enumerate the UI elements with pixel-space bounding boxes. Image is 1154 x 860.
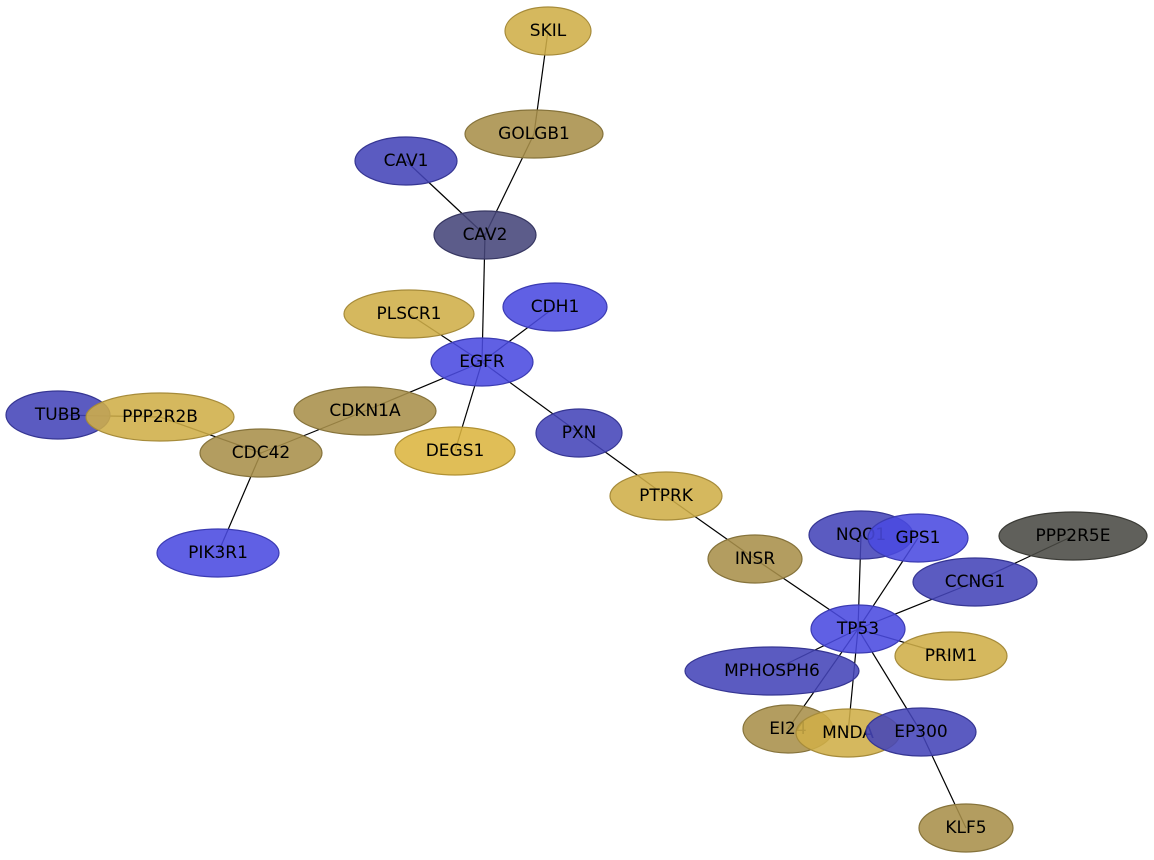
node-egfr[interactable]: EGFR — [430, 337, 534, 387]
node-label: PLSCR1 — [376, 304, 441, 324]
node-label: TUBB — [34, 405, 81, 425]
node-label: KLF5 — [945, 818, 986, 838]
node-ppp2r2b[interactable]: PPP2R2B — [85, 392, 235, 442]
node-tp53[interactable]: TP53 — [810, 604, 906, 654]
node-ellipse — [707, 534, 803, 584]
node-label: INSR — [735, 549, 776, 569]
node-cdc42[interactable]: CDC42 — [199, 428, 323, 478]
node-label: SKIL — [530, 21, 567, 41]
node-insr[interactable]: INSR — [707, 534, 803, 584]
node-label: PPP2R2B — [122, 407, 198, 427]
node-ellipse — [199, 428, 323, 478]
node-ellipse — [998, 511, 1148, 561]
node-prim1[interactable]: PRIM1 — [894, 631, 1008, 681]
node-cdkn1a[interactable]: CDKN1A — [293, 386, 437, 436]
node-ellipse — [504, 6, 592, 56]
node-label: GOLGB1 — [498, 124, 570, 144]
node-ep300[interactable]: EP300 — [865, 707, 977, 757]
node-ellipse — [865, 707, 977, 757]
node-ccng1[interactable]: CCNG1 — [912, 557, 1038, 607]
node-label: PXN — [562, 423, 597, 443]
node-ellipse — [502, 282, 608, 332]
node-ppp2r5e[interactable]: PPP2R5E — [998, 511, 1148, 561]
node-label: CAV1 — [384, 151, 429, 171]
node-label: MPHOSPH6 — [724, 661, 820, 681]
node-label: PPP2R5E — [1036, 526, 1111, 546]
node-ellipse — [293, 386, 437, 436]
node-label: GPS1 — [895, 528, 940, 548]
node-skil[interactable]: SKIL — [504, 6, 592, 56]
node-label: EP300 — [894, 722, 947, 742]
node-label: PRIM1 — [925, 646, 978, 666]
node-ellipse — [912, 557, 1038, 607]
node-ellipse — [894, 631, 1008, 681]
node-label: CDKN1A — [329, 401, 401, 421]
node-label: DEGS1 — [426, 441, 485, 461]
node-label: EGFR — [459, 352, 505, 372]
node-mphosph6[interactable]: MPHOSPH6 — [684, 646, 860, 696]
node-cdh1[interactable]: CDH1 — [502, 282, 608, 332]
node-klf5[interactable]: KLF5 — [918, 803, 1014, 853]
node-tubb[interactable]: TUBB — [5, 390, 111, 440]
node-ellipse — [433, 210, 537, 260]
node-pik3r1[interactable]: PIK3R1 — [156, 528, 280, 578]
node-label: TP53 — [836, 619, 879, 639]
node-ellipse — [535, 408, 623, 458]
node-label: CDH1 — [531, 297, 580, 317]
node-label: MNDA — [822, 723, 874, 743]
node-ellipse — [609, 471, 723, 521]
node-label: PTPRK — [639, 486, 694, 506]
node-label: PIK3R1 — [188, 543, 248, 563]
node-pxn[interactable]: PXN — [535, 408, 623, 458]
node-ellipse — [684, 646, 860, 696]
node-golgb1[interactable]: GOLGB1 — [464, 109, 604, 159]
node-ellipse — [464, 109, 604, 159]
node-label: CAV2 — [463, 225, 508, 245]
node-cav1[interactable]: CAV1 — [354, 136, 458, 186]
node-degs1[interactable]: DEGS1 — [394, 426, 516, 476]
node-cav2[interactable]: CAV2 — [433, 210, 537, 260]
node-plscr1[interactable]: PLSCR1 — [343, 289, 475, 339]
node-ellipse — [918, 803, 1014, 853]
node-ellipse — [430, 337, 534, 387]
node-label: CDC42 — [232, 443, 290, 463]
node-ptprk[interactable]: PTPRK — [609, 471, 723, 521]
node-ellipse — [810, 604, 906, 654]
node-ellipse — [354, 136, 458, 186]
node-ellipse — [85, 392, 235, 442]
node-gps1[interactable]: GPS1 — [867, 513, 969, 563]
node-ellipse — [343, 289, 475, 339]
node-label: CCNG1 — [945, 572, 1005, 592]
node-ellipse — [867, 513, 969, 563]
node-ellipse — [156, 528, 280, 578]
node-ellipse — [394, 426, 516, 476]
